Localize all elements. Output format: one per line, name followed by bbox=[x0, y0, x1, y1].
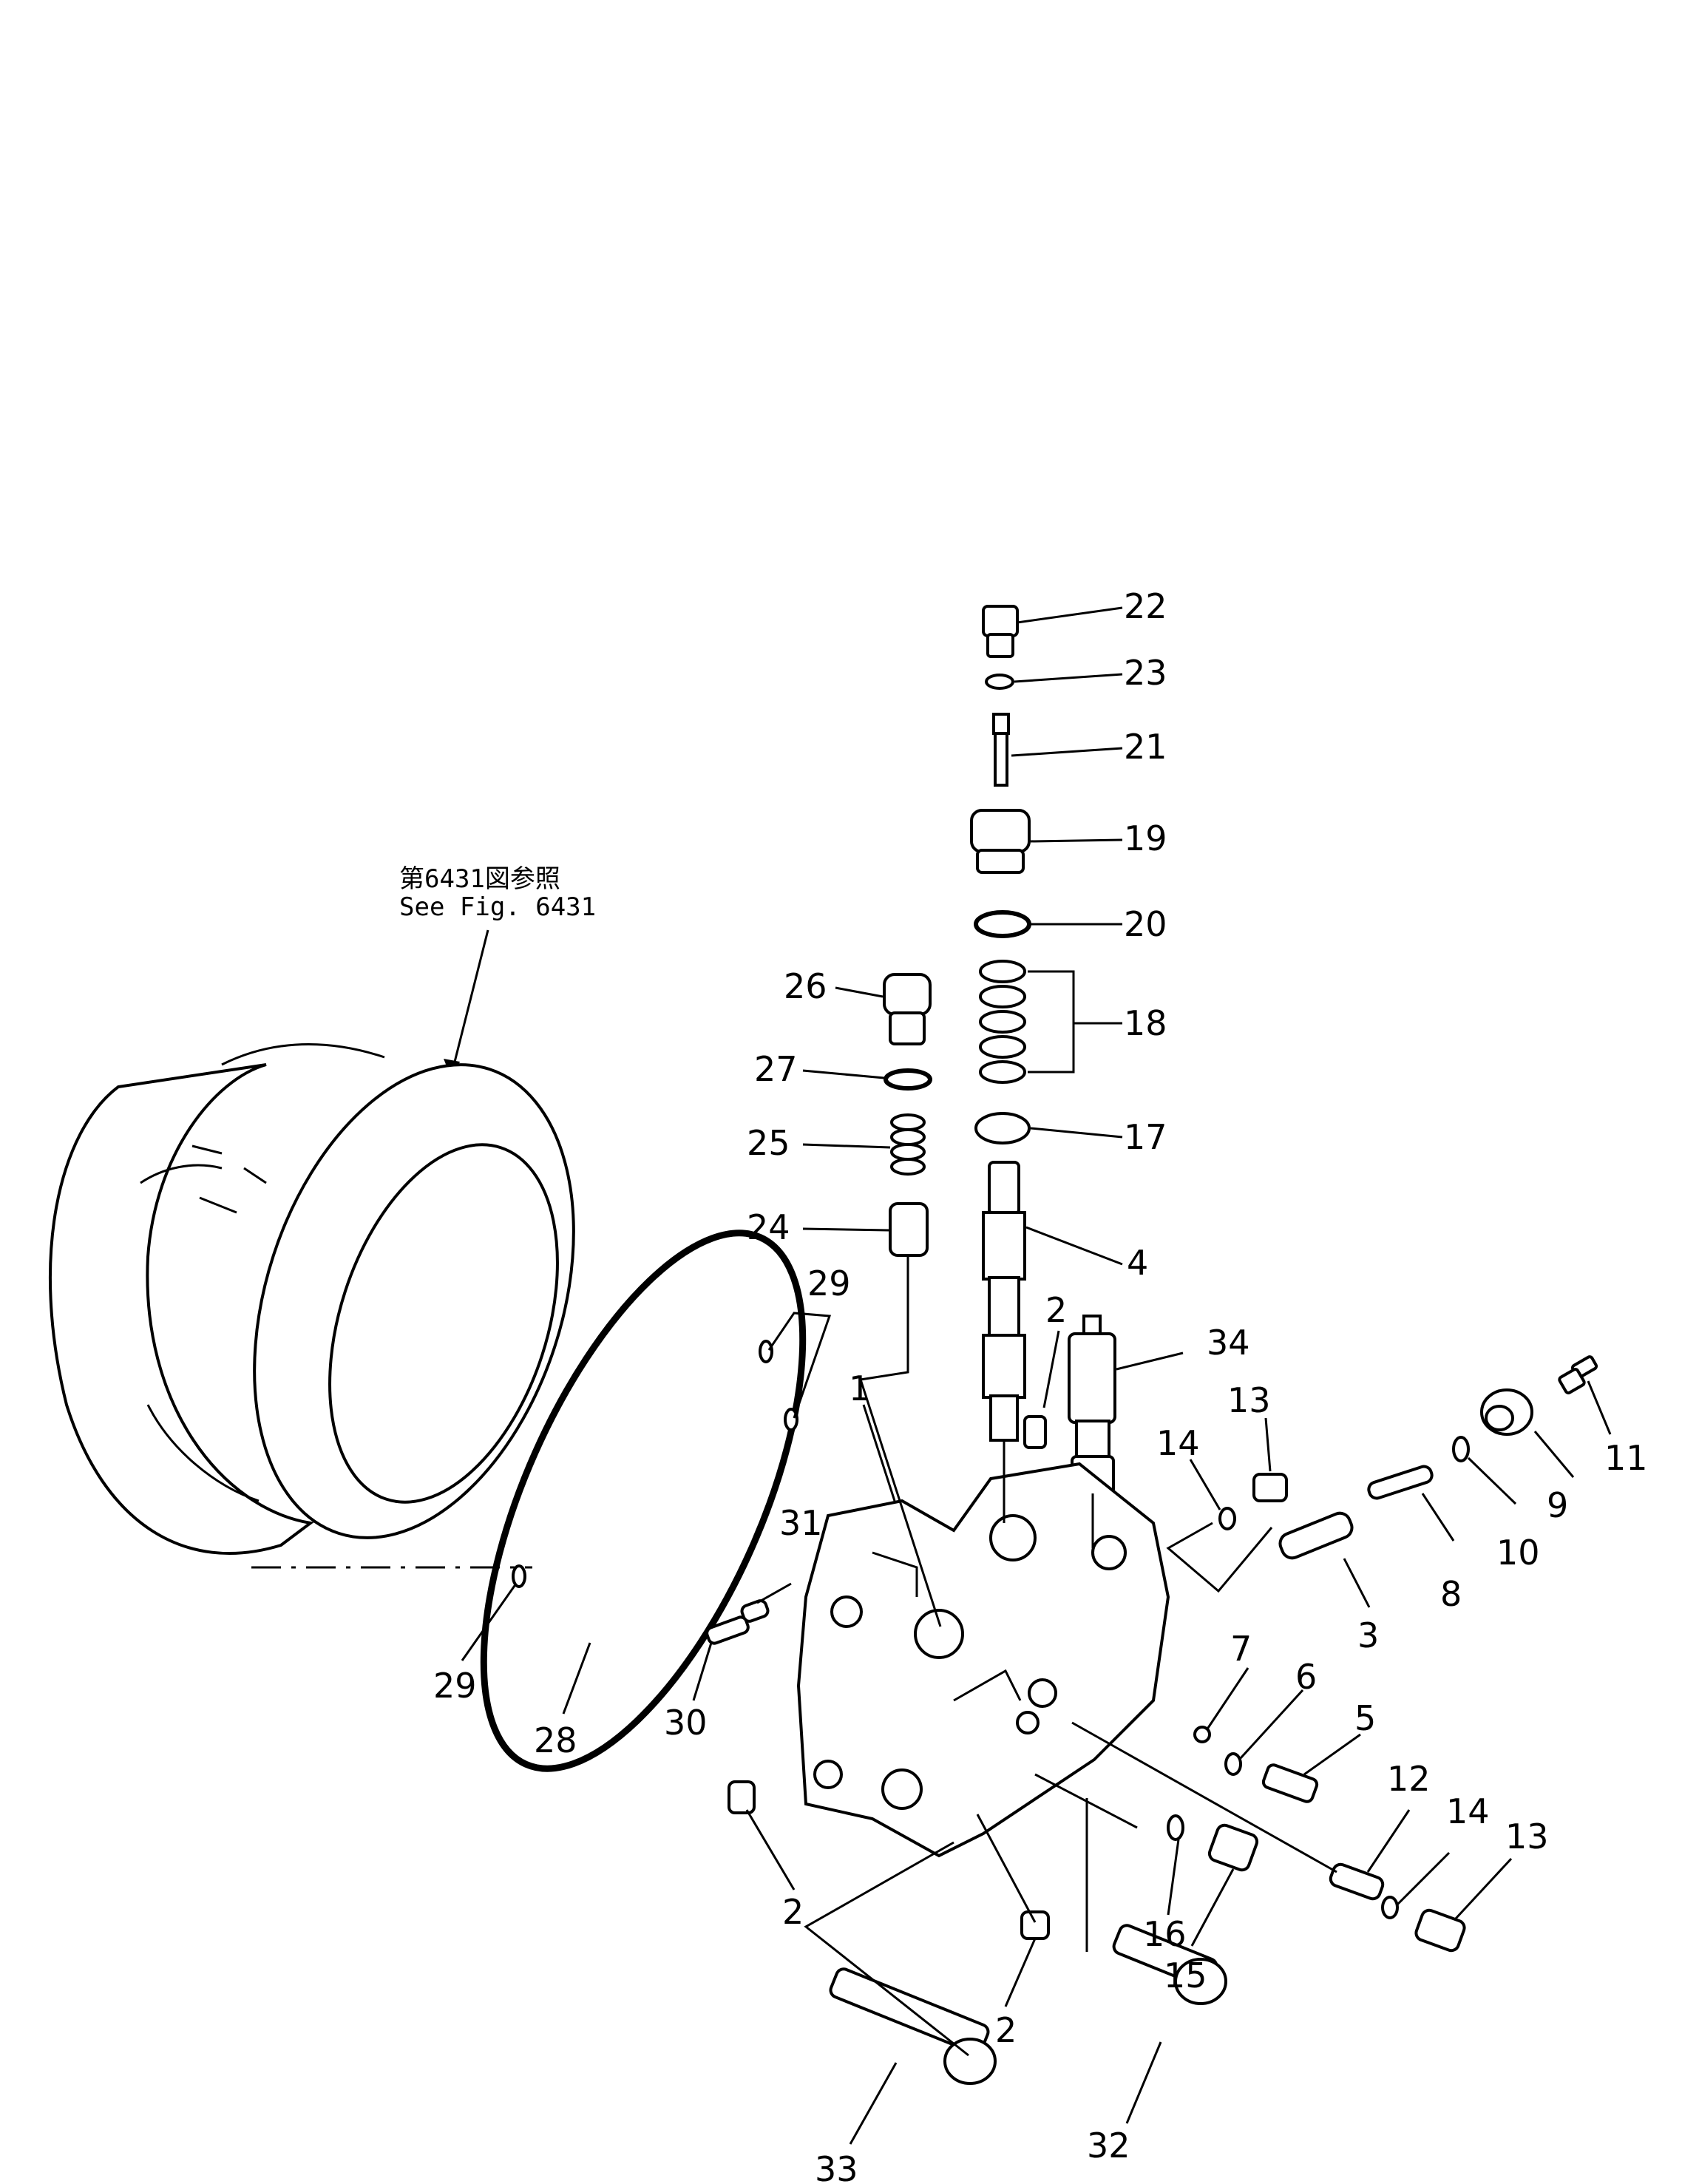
spring-25 bbox=[890, 1113, 926, 1176]
plug-2-left bbox=[728, 1780, 756, 1814]
callout-32: 32 bbox=[1087, 2126, 1130, 2166]
callout-14-bottom: 14 bbox=[1446, 1791, 1490, 1831]
callout-1: 1 bbox=[849, 1369, 870, 1408]
callout-11: 11 bbox=[1604, 1438, 1648, 1478]
callout-2-left: 2 bbox=[782, 1892, 804, 1932]
callout-8: 8 bbox=[1440, 1574, 1462, 1614]
callout-34: 34 bbox=[1207, 1323, 1250, 1363]
spool-3 bbox=[1278, 1511, 1354, 1560]
plug-22 bbox=[982, 605, 1019, 658]
callout-7: 7 bbox=[1230, 1629, 1252, 1669]
callout-19: 19 bbox=[1124, 818, 1167, 858]
leader-lines bbox=[461, 606, 1612, 2145]
pin-30 bbox=[705, 1615, 750, 1645]
callout-labels: 22 23 21 19 20 18 26 27 17 25 24 4 29 2 … bbox=[433, 586, 1648, 2184]
bolt-33 bbox=[829, 1967, 997, 2085]
o-ring-20 bbox=[974, 910, 1031, 938]
callout-13-top: 13 bbox=[1227, 1380, 1271, 1420]
callout-24: 24 bbox=[747, 1207, 790, 1247]
plug-2-top bbox=[1023, 1415, 1047, 1449]
callout-27: 27 bbox=[754, 1049, 798, 1089]
callout-6: 6 bbox=[1295, 1657, 1317, 1697]
nipple-11 bbox=[1558, 1355, 1598, 1394]
check-valve-12 bbox=[1329, 1862, 1385, 1901]
reference-arrow bbox=[444, 929, 489, 1081]
o-ring-29-left bbox=[512, 1564, 526, 1588]
o-ring-28 bbox=[480, 1230, 807, 1772]
plug-5 bbox=[1261, 1763, 1319, 1803]
o-ring-10 bbox=[1452, 1436, 1470, 1462]
callout-2-bottom: 2 bbox=[995, 2010, 1017, 2050]
callout-22: 22 bbox=[1124, 586, 1167, 626]
callout-26: 26 bbox=[784, 966, 827, 1006]
o-ring-14-top bbox=[1218, 1507, 1236, 1530]
spool-4 bbox=[982, 1161, 1026, 1442]
plug-2-bottom bbox=[1020, 1910, 1050, 1940]
callout-15: 15 bbox=[1164, 1956, 1207, 1995]
ball-7 bbox=[1193, 1726, 1211, 1743]
callout-17: 17 bbox=[1124, 1117, 1167, 1157]
plug-13-bottom bbox=[1414, 1908, 1466, 1953]
valve-body-1 bbox=[796, 1462, 1170, 1858]
seat-17 bbox=[974, 1112, 1031, 1144]
callout-20: 20 bbox=[1124, 904, 1167, 944]
pin-31 bbox=[740, 1599, 770, 1623]
callout-13-bottom: 13 bbox=[1505, 1817, 1549, 1856]
callout-3: 3 bbox=[1357, 1615, 1379, 1655]
callout-18: 18 bbox=[1124, 1003, 1167, 1043]
callout-10: 10 bbox=[1496, 1533, 1540, 1573]
final-drive-housing bbox=[48, 1043, 575, 1569]
callout-29-top: 29 bbox=[807, 1264, 851, 1303]
callout-5: 5 bbox=[1354, 1698, 1376, 1738]
o-ring-29-mid bbox=[784, 1408, 798, 1431]
shims-18 bbox=[979, 960, 1026, 1084]
plug-26 bbox=[883, 973, 932, 1045]
callout-4: 4 bbox=[1127, 1243, 1148, 1283]
o-ring-6 bbox=[1224, 1752, 1242, 1776]
o-ring-23 bbox=[985, 674, 1014, 690]
callout-29-left: 29 bbox=[433, 1666, 477, 1706]
plug-9 bbox=[1480, 1388, 1533, 1436]
plug-15 bbox=[1207, 1823, 1259, 1872]
callout-33: 33 bbox=[815, 2149, 858, 2184]
callout-30: 30 bbox=[664, 1703, 708, 1743]
plug-19 bbox=[970, 809, 1031, 874]
bolt-32 bbox=[1112, 1924, 1227, 2005]
plug-13-top bbox=[1252, 1473, 1288, 1502]
o-ring-14-bottom bbox=[1381, 1896, 1399, 1919]
spring-8 bbox=[1367, 1465, 1434, 1500]
callout-23: 23 bbox=[1124, 653, 1167, 693]
callout-12: 12 bbox=[1387, 1759, 1431, 1799]
callout-25: 25 bbox=[747, 1123, 790, 1163]
reference-note-en: See Fig. 6431 bbox=[399, 892, 596, 922]
callout-14-top: 14 bbox=[1156, 1423, 1200, 1463]
callout-9: 9 bbox=[1547, 1485, 1568, 1525]
o-ring-29-top bbox=[759, 1340, 773, 1363]
piston-24 bbox=[889, 1202, 929, 1257]
callout-31: 31 bbox=[779, 1503, 823, 1543]
reference-note-jp: 第6431図参照 bbox=[399, 864, 560, 894]
o-ring-27 bbox=[884, 1068, 932, 1091]
o-ring-16 bbox=[1167, 1814, 1184, 1841]
callout-21: 21 bbox=[1124, 727, 1167, 767]
callout-2-top: 2 bbox=[1045, 1290, 1067, 1330]
pin-21 bbox=[992, 713, 1010, 787]
callout-28: 28 bbox=[534, 1720, 577, 1760]
callout-16: 16 bbox=[1143, 1914, 1187, 1954]
